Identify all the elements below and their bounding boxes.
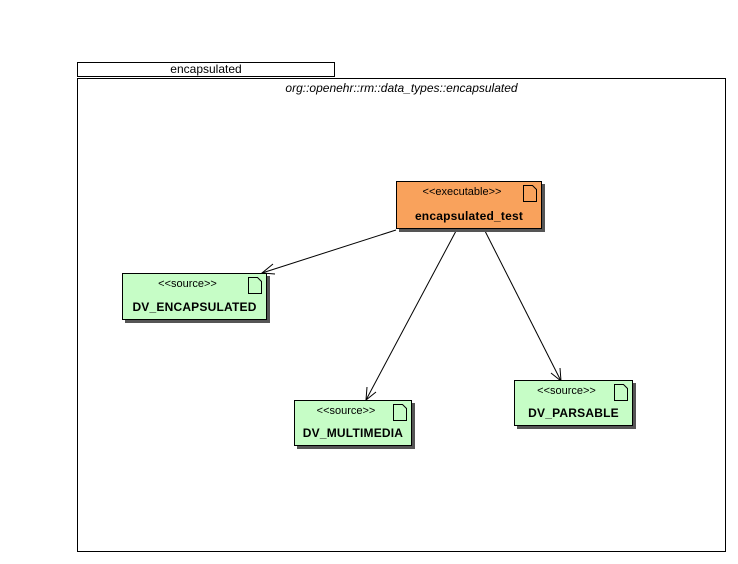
document-icon bbox=[248, 277, 262, 294]
edge-test-to-dv-encapsulated bbox=[260, 229, 397, 275]
edge-test-to-dv-multimedia bbox=[365, 230, 457, 402]
node-stereotype: <<source>> bbox=[537, 385, 596, 397]
document-icon bbox=[393, 404, 407, 421]
document-icon bbox=[523, 185, 537, 202]
node-stereotype: <<source>> bbox=[316, 405, 376, 417]
edge-test-to-dv-parsable bbox=[484, 230, 562, 383]
node-name: DV_ENCAPSULATED bbox=[132, 300, 257, 314]
node-dv-encapsulated[interactable]: <<source>> DV_ENCAPSULATED bbox=[122, 273, 267, 320]
document-icon bbox=[614, 384, 628, 401]
node-dv-parsable[interactable]: <<source>> DV_PARSABLE bbox=[514, 380, 633, 426]
node-encapsulated-test[interactable]: <<executable>> encapsulated_test bbox=[396, 181, 542, 229]
node-name: DV_PARSABLE bbox=[528, 406, 619, 420]
node-name: encapsulated_test bbox=[414, 209, 524, 223]
package-path: org::openehr::rm::data_types::encapsulat… bbox=[285, 81, 518, 95]
package-tab-label: encapsulated bbox=[170, 62, 242, 76]
package-tab[interactable]: encapsulated bbox=[77, 62, 335, 77]
node-dv-multimedia[interactable]: <<source>> DV_MULTIMEDIA bbox=[294, 400, 412, 446]
node-stereotype: <<source>> bbox=[158, 278, 217, 290]
node-stereotype: <<executable>> bbox=[422, 186, 502, 198]
node-name: DV_MULTIMEDIA bbox=[302, 426, 404, 440]
